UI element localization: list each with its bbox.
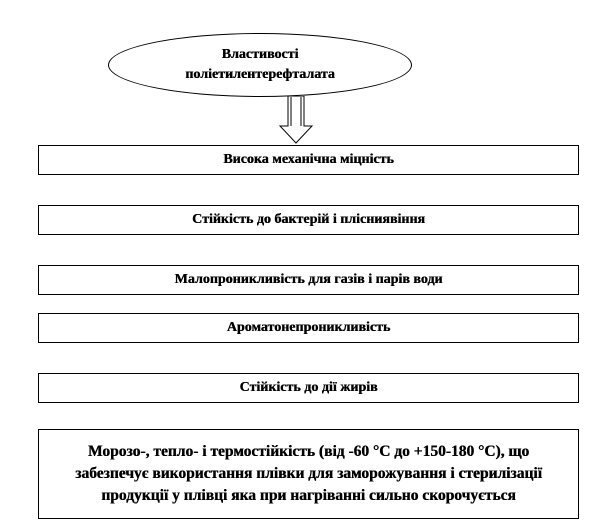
property-box-4: Ароматонепроникливість [38,313,579,343]
property-6-line-3: продукції у плівці яка при нагріванні си… [101,487,516,504]
property-6-line-2: забезпечує використання плівки для замор… [75,465,542,482]
property-box-5: Стійкість до дії жирів [38,373,579,403]
down-arrow-icon [278,96,314,144]
property-label-5: Стійкість до дії жирів [239,380,378,395]
property-label-3: Малопроникливість для газів і парів води [174,272,443,287]
property-box-3: Малопроникливість для газів і парів води [38,265,579,295]
title-line-1: Властивості [221,47,299,62]
property-6-line-1: Морозо-, тепло- і термостійкість (від -6… [87,443,530,460]
property-label-1: Висока механічна міцність [223,152,394,167]
property-box-2: Стійкість до бактерій і плісниявіння [38,205,579,235]
title-line-2: поліетилентерефталата [185,67,335,82]
property-box-1: Висока механічна міцність [38,145,579,175]
title-ellipse: Властивості поліетилентерефталата [108,33,412,97]
property-label-4: Ароматонепроникливість [226,320,391,335]
property-label-2: Стійкість до бактерій і плісниявіння [192,212,425,227]
property-box-6: Морозо-, тепло- і термостійкість (від -6… [38,429,579,519]
